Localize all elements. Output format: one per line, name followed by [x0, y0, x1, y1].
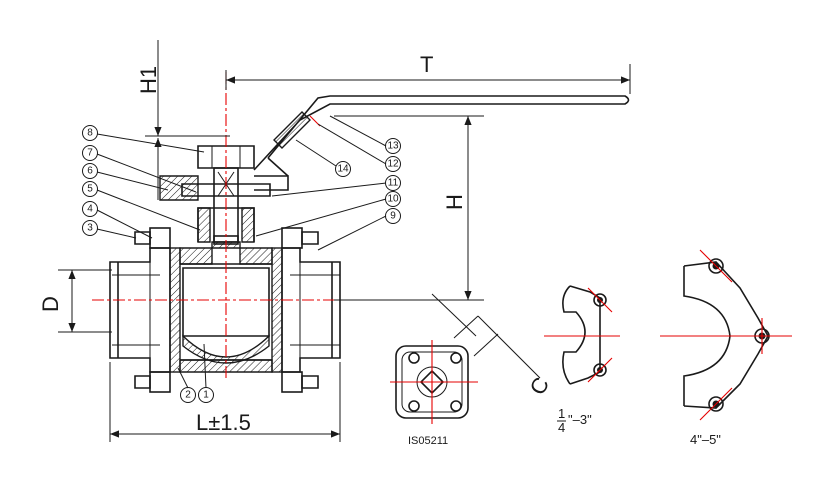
iso5211-mounting-pad [390, 340, 478, 424]
large-range-caption: 4"–5" [690, 432, 721, 447]
balloon-3: 3 [82, 220, 137, 239]
svg-text:3: 3 [87, 223, 93, 234]
dimension-l-label: L±1.5 [196, 410, 251, 435]
dimension-lines [58, 40, 631, 442]
balloon-12: 12 [317, 123, 401, 172]
small-range-den: 4 [558, 420, 565, 435]
balloon-4: 4 [82, 201, 153, 239]
balloon-2: 2 [177, 367, 196, 403]
balloon-9: 9 [317, 208, 401, 251]
balloon-7: 7 [82, 145, 197, 193]
svg-text:8: 8 [87, 128, 93, 139]
balloon-14: 14 [295, 139, 351, 177]
svg-text:11: 11 [388, 178, 399, 189]
balloon-10: 10 [255, 191, 401, 237]
svg-text:14: 14 [337, 164, 349, 175]
svg-text:6: 6 [87, 166, 93, 177]
small-bolt-pattern [544, 285, 620, 385]
balloon-1: 1 [198, 343, 214, 403]
valve-section-view [92, 72, 630, 393]
balloon-5: 5 [82, 181, 201, 231]
svg-text:9: 9 [390, 211, 396, 222]
dimension-h1-label: H1 [136, 66, 161, 94]
balloon-6: 6 [82, 163, 169, 191]
balloon-8: 8 [82, 125, 205, 153]
balloon-13: 13 [329, 115, 401, 154]
svg-text:4: 4 [87, 204, 93, 215]
small-range-caption: 1 4 "–3" [557, 406, 592, 435]
small-range-rest: "–3" [568, 412, 592, 427]
part-balloons: 8 7 6 5 4 3 2 1 13 12 11 10 9 14 [82, 115, 401, 403]
dimension-t-label: T [420, 52, 433, 77]
svg-text:13: 13 [387, 141, 399, 152]
iso5211-caption: IS05211 [408, 435, 448, 447]
svg-text:1: 1 [203, 390, 209, 401]
dimension-h-label: H [442, 194, 467, 210]
balloon-11: 11 [271, 175, 401, 197]
svg-text:2: 2 [185, 390, 191, 401]
small-range-num: 1 [558, 406, 565, 421]
dimension-d-label: D [38, 296, 63, 312]
svg-text:12: 12 [387, 159, 399, 170]
large-bolt-pattern [660, 249, 792, 421]
svg-text:10: 10 [387, 194, 399, 205]
svg-text:7: 7 [87, 148, 93, 159]
svg-text:5: 5 [87, 184, 93, 195]
